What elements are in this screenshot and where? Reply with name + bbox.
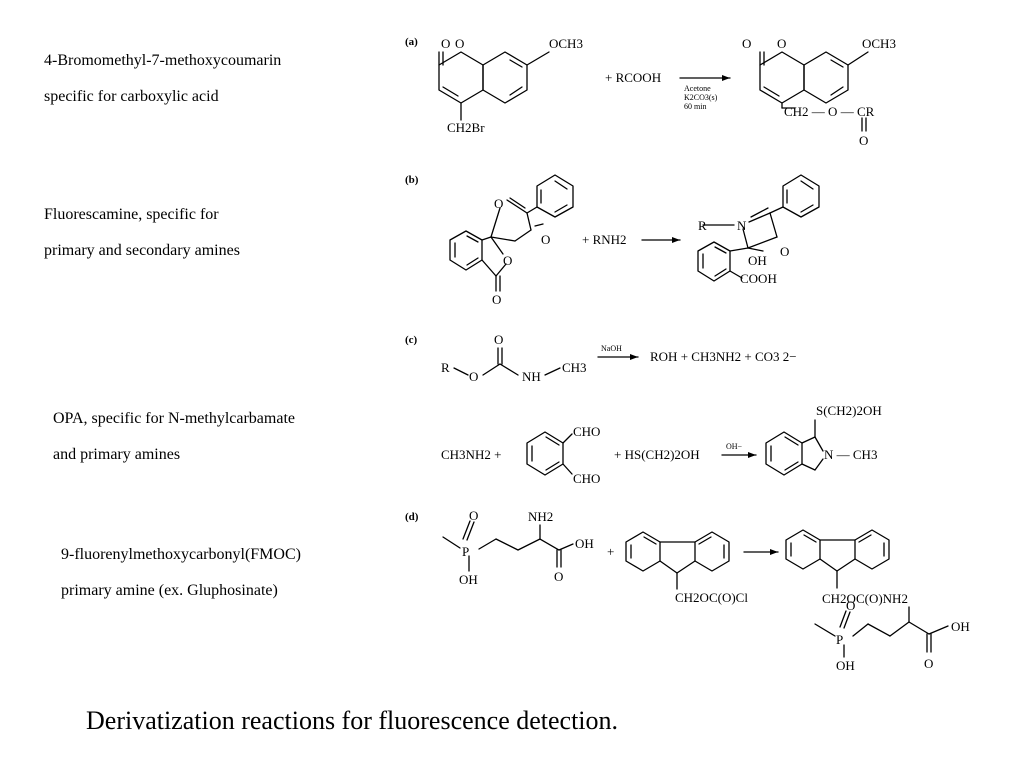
- phosphinic-oh: OH: [459, 572, 478, 587]
- aldehyde-top: CHO: [573, 424, 600, 439]
- ether-o: O: [469, 369, 478, 384]
- label-line: 4-Bromomethyl-7-methoxycoumarin: [44, 52, 282, 69]
- pyrrolinone-n: N: [737, 218, 747, 233]
- amine-nh: NH: [522, 369, 541, 384]
- panel-c-tag: (c): [405, 334, 418, 346]
- acid-oh: OH: [575, 536, 594, 551]
- label-opa: OPA, specific for N-methylcarbamate and …: [53, 401, 295, 473]
- methoxy-group: OCH3: [549, 36, 583, 51]
- coumarin-ester-structure: O O OCH3 CH2 — O — CR O: [742, 36, 896, 148]
- bromomethyl-group: CH2Br: [447, 120, 485, 135]
- r-group: R: [441, 360, 450, 375]
- atom-o: O: [742, 36, 751, 51]
- carboxylic-acid-group: COOH: [740, 271, 777, 286]
- ester-carbonyl-o: O: [859, 133, 868, 148]
- condition-line: K2CO3(s): [684, 93, 718, 102]
- fluorescamine-structure: O O O O: [449, 174, 574, 307]
- panel-d-tag: (d): [405, 511, 419, 523]
- label-fmoc: 9-fluorenylmethoxycarbonyl(FMOC) primary…: [61, 537, 301, 609]
- ketone-o: O: [780, 244, 789, 259]
- methylamine: CH3NH2 +: [441, 447, 501, 462]
- ketone-o: O: [541, 232, 550, 247]
- fluorescamine-adduct-structure: R N O OH COOH: [697, 174, 820, 286]
- phosphorus: P: [462, 544, 469, 559]
- label-line: primary amine (ex. Gluphosinate): [61, 582, 278, 599]
- phosphorus: P: [836, 632, 843, 647]
- atom-o: O: [441, 36, 450, 51]
- n-methylcarbamate-structure: O R O NH CH3: [441, 332, 587, 384]
- plus-rnh2: + RNH2: [582, 232, 627, 247]
- r-group: R: [698, 218, 707, 233]
- label-line: 9-fluorenylmethoxycarbonyl(FMOC): [61, 546, 301, 563]
- label-bromomethyl-coumarin: 4-Bromomethyl-7-methoxycoumarin specific…: [44, 43, 281, 115]
- reaction-arrow-head: [748, 452, 756, 458]
- hydroxyl-group: OH: [748, 253, 767, 268]
- isoindole-structure: S(CH2)2OH N — CH3: [765, 403, 882, 476]
- plus-sign: +: [607, 544, 614, 559]
- fmoc-carbamate-linkage: CH2OC(O)NH2: [822, 591, 908, 606]
- aldehyde-bottom: CHO: [573, 471, 600, 486]
- reaction-arrow-head: [722, 75, 730, 81]
- thioether-group: S(CH2)2OH: [816, 403, 882, 418]
- glufosinate-structure: NH2 P O OH OH O: [442, 508, 594, 587]
- n-methyl-group: N — CH3: [824, 447, 877, 462]
- carbonyl-o: O: [494, 332, 503, 347]
- phosphoryl-o: O: [469, 508, 478, 523]
- reaction-arrow-head: [630, 354, 638, 360]
- reaction-arrow-head: [672, 237, 680, 243]
- panel-b-tag: (b): [405, 174, 419, 186]
- plus-rcooh: + RCOOH: [605, 70, 661, 85]
- lactone-ring-o: O: [503, 253, 512, 268]
- panel-a-tag: (a): [405, 36, 418, 48]
- acid-oh: OH: [951, 619, 970, 634]
- slide-caption: Derivatization reactions for fluorescenc…: [86, 706, 619, 735]
- panel-b: (b): [405, 174, 820, 307]
- methyl-group: CH3: [562, 360, 587, 375]
- label-line: and primary amines: [53, 446, 181, 463]
- condition-line: 60 min: [684, 102, 706, 111]
- bromomethyl-coumarin-structure: O O OCH3 CH2Br: [438, 36, 583, 135]
- furan-o: O: [494, 196, 503, 211]
- phosphoryl-o: O: [846, 598, 855, 613]
- methoxy-group: OCH3: [862, 36, 896, 51]
- fmoc-glufosinate-structure: CH2OC(O)NH2 P O OH OH O: [785, 529, 970, 673]
- label-line: OPA, specific for N-methylcarbamate: [53, 410, 295, 427]
- label-line: specific for carboxylic acid: [44, 88, 219, 105]
- hydrolysis-products: ROH + CH3NH2 + CO3 2−: [650, 349, 797, 364]
- phosphinic-oh: OH: [836, 658, 855, 673]
- acid-carbonyl-o: O: [924, 656, 933, 671]
- ester-linkage: CH2 — O — CR: [784, 104, 875, 119]
- fmoc-cl-structure: CH2OC(O)Cl: [625, 531, 748, 605]
- o-phthalaldehyde-structure: CHO CHO: [526, 424, 600, 486]
- mercaptoethanol: + HS(CH2)2OH: [614, 447, 700, 462]
- condition-line: Acetone: [684, 84, 711, 93]
- chloroformate-group: CH2OC(O)Cl: [675, 590, 748, 605]
- panel-d: (d) NH2 P O OH OH O: [405, 508, 970, 673]
- atom-ring-o: O: [455, 36, 464, 51]
- acid-carbonyl-o: O: [554, 569, 563, 584]
- reaction-arrow-head: [770, 549, 778, 555]
- label-line: Fluorescamine, specific for: [44, 206, 219, 223]
- lactone-carbonyl-o: O: [492, 292, 501, 307]
- label-fluorescamine: Fluorescamine, specific for primary and …: [44, 197, 240, 269]
- naoh-condition: NaOH: [601, 344, 622, 353]
- oh-minus-condition: OH−: [726, 442, 743, 451]
- atom-ring-o: O: [777, 36, 786, 51]
- label-line: primary and secondary amines: [44, 242, 240, 259]
- amino-group: NH2: [528, 509, 553, 524]
- panel-a: (a) O O OCH3 CH2Br + RCOOH Acetone: [405, 36, 896, 148]
- panel-c: (c) O R O NH CH3 NaOH ROH + CH3NH2 + CO3…: [405, 332, 882, 486]
